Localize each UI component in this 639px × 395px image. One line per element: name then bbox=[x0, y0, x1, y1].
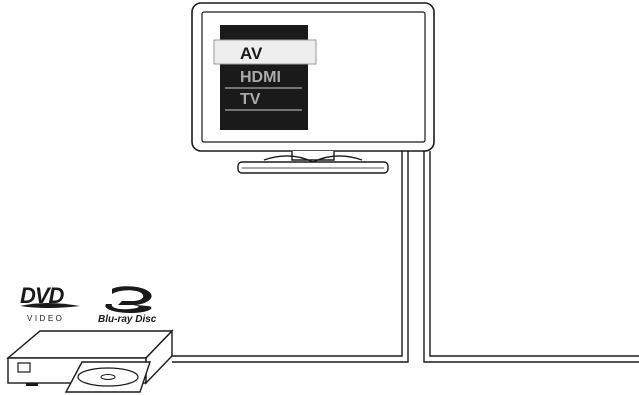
cable-to-player bbox=[172, 151, 402, 356]
dvd-video-logo: DVD VIDEO bbox=[20, 283, 80, 323]
television: AV HDMI TV bbox=[192, 3, 434, 173]
menu-item-av-highlight bbox=[214, 40, 316, 64]
player-display bbox=[18, 363, 30, 372]
bluray-logo: Blu-ray Disc bbox=[98, 286, 157, 325]
cables bbox=[172, 151, 639, 362]
tv-stand-neck bbox=[292, 151, 334, 160]
input-menu: AV HDMI TV bbox=[214, 25, 316, 130]
menu-item-hdmi[interactable]: HDMI bbox=[240, 69, 281, 86]
dvd-logo-sub: VIDEO bbox=[27, 314, 64, 323]
disc-player bbox=[8, 331, 172, 392]
menu-item-tv[interactable]: TV bbox=[240, 91, 261, 108]
bluray-logo-text: Blu-ray Disc bbox=[98, 314, 157, 325]
player-top bbox=[8, 331, 172, 358]
disc-hub bbox=[101, 375, 115, 380]
menu-item-av[interactable]: AV bbox=[240, 44, 263, 63]
cable-outgoing bbox=[430, 151, 639, 356]
cable-outgoing bbox=[424, 151, 639, 362]
player-foot bbox=[26, 383, 38, 386]
cable-to-player bbox=[172, 151, 408, 362]
bluray-logo-mark bbox=[105, 286, 151, 313]
tv-stand-base bbox=[238, 162, 388, 173]
